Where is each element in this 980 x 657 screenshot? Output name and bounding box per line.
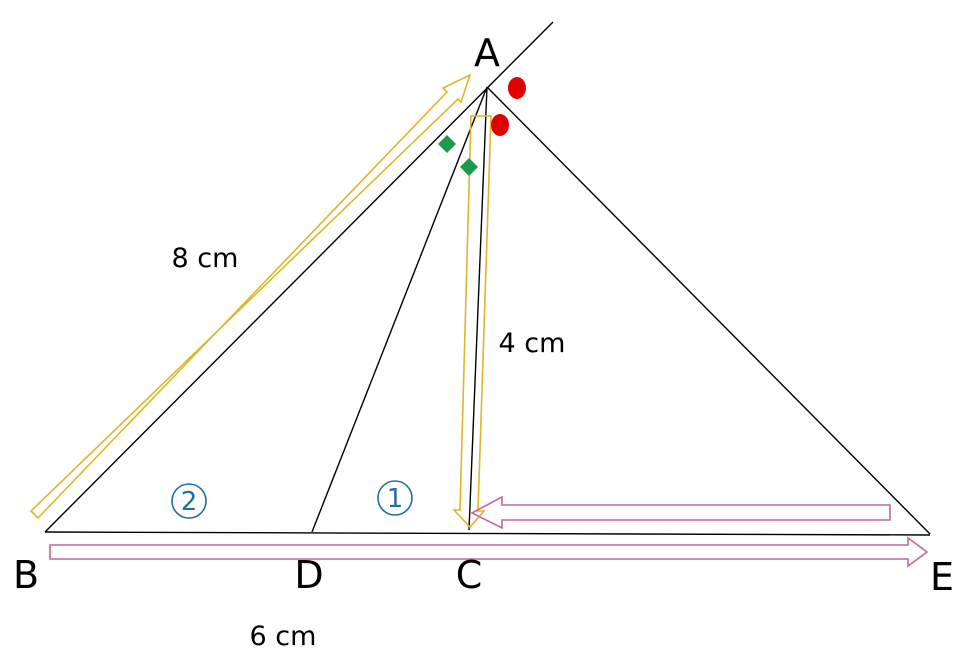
line-ae [486,86,931,535]
angle-dot-icon [508,77,526,99]
point-c-label: C [456,553,483,597]
arrow-b-to-e [49,536,929,568]
line-ba-extended [44,21,554,533]
angle-dot-icon [491,114,509,136]
arrow-e-to-c [470,495,891,530]
length-ab-label: 8 cm [172,243,239,274]
segment-bd-number: 2 [181,487,198,517]
triangle-lines [44,21,931,536]
segment-circle-icon [171,483,207,519]
length-bc-label: 6 cm [250,621,317,652]
angle-diamond-icon [438,135,456,153]
line-ad [311,86,488,533]
line-be [44,531,931,536]
segment-cd-number: 1 [387,484,404,514]
point-a-label: A [474,31,500,75]
arrow-b-to-a [29,73,472,520]
segment-circle-icon [377,480,413,516]
angle-diamond-icon [460,158,478,176]
line-ac [468,86,488,531]
point-d-label: D [294,553,323,597]
length-ac-label: 4 cm [499,328,566,359]
point-b-label: B [13,553,39,597]
arrow-a-to-c [452,115,492,529]
point-e-label: E [930,555,954,599]
